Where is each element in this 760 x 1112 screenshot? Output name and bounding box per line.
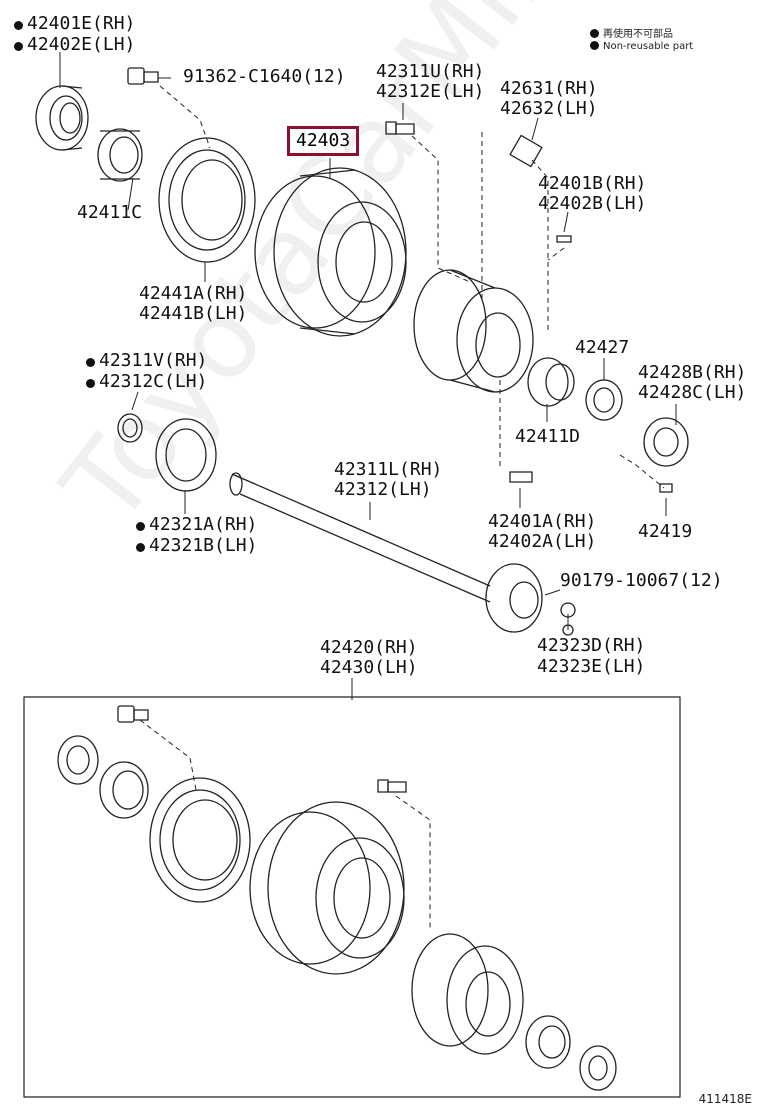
- bolt-lower: [118, 706, 148, 722]
- non-reusable-icon: [14, 42, 23, 51]
- part-label[interactable]: 42401B(RH): [538, 173, 647, 194]
- oil-seal-part-upper: [36, 86, 88, 150]
- stud-bolt-lower: [378, 780, 406, 792]
- legend-non-reusable-jp: 再使用不可部品: [590, 25, 673, 40]
- non-reusable-icon: [14, 21, 23, 30]
- tapered-bearing-lower-right: [580, 1046, 616, 1090]
- brake-drum-lower: [250, 802, 404, 974]
- part-label[interactable]: 42321A(RH): [136, 514, 257, 535]
- bolt-upper: [128, 68, 158, 84]
- cover-ring-lower: [150, 778, 250, 902]
- bearing-cup-lower-left: [100, 762, 148, 818]
- highlighted-part-label[interactable]: 42403: [287, 126, 360, 156]
- bearing-race-upper: [98, 129, 142, 181]
- non-reusable-icon: [136, 522, 145, 531]
- pin-upper: [557, 236, 571, 242]
- part-label[interactable]: 42312E(LH): [376, 81, 485, 102]
- non-reusable-icon: [86, 358, 95, 367]
- part-label[interactable]: 42419: [638, 521, 693, 542]
- part-label[interactable]: 42323D(RH): [537, 635, 646, 656]
- part-label[interactable]: 42402E(LH): [14, 34, 135, 55]
- small-seal: [118, 414, 142, 442]
- bearing-race-middle: [528, 358, 574, 406]
- leader-lines: [60, 52, 676, 700]
- part-label[interactable]: 42312(LH): [334, 479, 432, 500]
- part-label[interactable]: 90179-10067(12): [560, 570, 723, 591]
- part-label[interactable]: 42430(LH): [320, 657, 418, 678]
- part-label[interactable]: 42441A(RH): [139, 283, 248, 304]
- part-label[interactable]: 42311L(RH): [334, 459, 443, 480]
- dashed-guides: [140, 86, 664, 930]
- hex-nut-90179: [561, 603, 575, 617]
- part-label[interactable]: 42312C(LH): [86, 371, 207, 392]
- assembly-box: [24, 697, 680, 1097]
- washer-42323D: [563, 625, 573, 635]
- legend-non-reusable-en: Non-reusable part: [590, 41, 693, 52]
- part-label[interactable]: 42427: [575, 337, 630, 358]
- part-label[interactable]: 42420(RH): [320, 637, 418, 658]
- cover-ring-upper: [159, 138, 255, 262]
- stud-42631: [510, 135, 542, 166]
- hub-nut: [644, 418, 688, 466]
- lock-plate: [586, 380, 622, 420]
- stud-bolt-upper: [386, 122, 414, 134]
- stud-lower-pin: [510, 472, 532, 482]
- brake-drum-42403: [255, 168, 406, 336]
- part-label[interactable]: 42311U(RH): [376, 61, 485, 82]
- part-label[interactable]: 91362-C1640(12): [183, 66, 346, 87]
- tapered-bearing-lower-left: [58, 736, 98, 784]
- part-label[interactable]: 42402A(LH): [488, 531, 597, 552]
- part-label[interactable]: 42632(LH): [500, 98, 598, 119]
- part-label[interactable]: 42402B(LH): [538, 193, 647, 214]
- part-label[interactable]: 42321B(LH): [136, 535, 257, 556]
- part-label[interactable]: 42401E(RH): [14, 13, 135, 34]
- bullet-icon: [590, 41, 599, 50]
- part-label[interactable]: 42631(RH): [500, 78, 598, 99]
- part-label[interactable]: 42401A(RH): [488, 511, 597, 532]
- non-reusable-icon: [136, 543, 145, 552]
- part-label[interactable]: 42411C: [77, 202, 143, 223]
- part-label[interactable]: 42428C(LH): [638, 382, 747, 403]
- part-label[interactable]: 42311V(RH): [86, 350, 207, 371]
- part-label[interactable]: 42441B(LH): [139, 303, 248, 324]
- screw-42419: [660, 484, 672, 492]
- gasket: [156, 419, 216, 491]
- part-label[interactable]: 42411D: [515, 426, 581, 447]
- figure-id: 411418E: [698, 1092, 752, 1106]
- bullet-icon: [590, 29, 599, 38]
- axle-hub-upper: [414, 270, 533, 392]
- non-reusable-icon: [86, 379, 95, 388]
- axle-hub-lower: [412, 934, 523, 1054]
- part-label[interactable]: 42323E(LH): [537, 656, 646, 677]
- part-label[interactable]: 42428B(RH): [638, 362, 747, 383]
- bearing-cup-lower-right: [526, 1016, 570, 1068]
- axle-shaft: [230, 473, 542, 632]
